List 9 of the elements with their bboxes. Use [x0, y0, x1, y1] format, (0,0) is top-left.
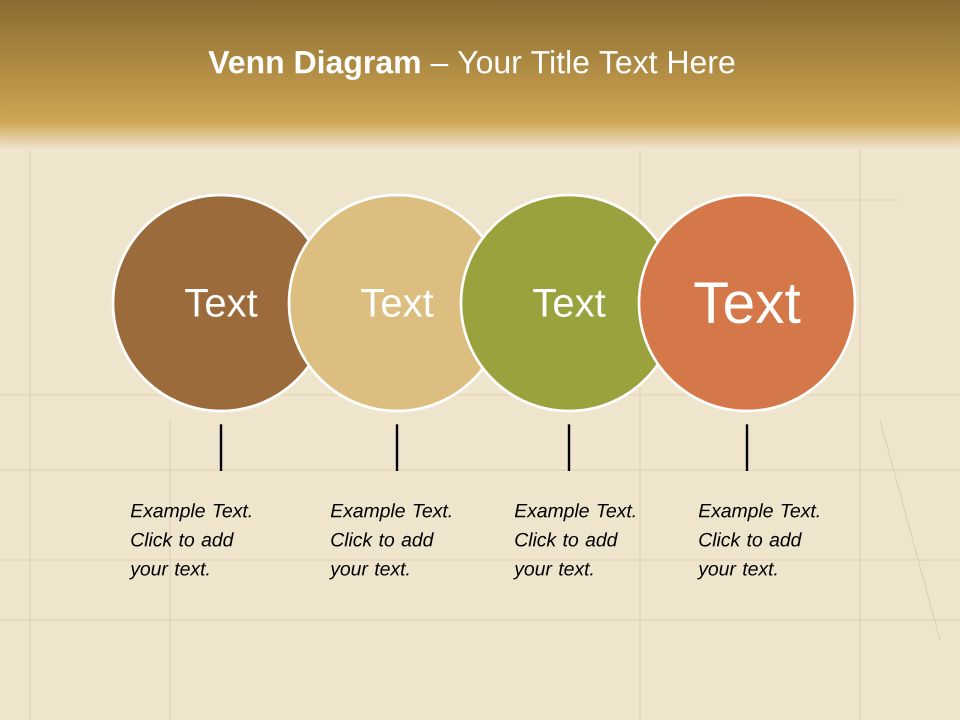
- connector-line: [568, 424, 570, 471]
- title: Venn Diagram – Your Title Text Here: [208, 50, 734, 80]
- example-text: Example Text. Click to add your text.: [513, 503, 635, 580]
- connector-line: [220, 424, 222, 471]
- example-text: Example Text. Click to add your text.: [329, 503, 451, 580]
- connector-line: [746, 424, 748, 471]
- example-text: Example Text. Click to add your text.: [697, 503, 819, 580]
- example-text: Example Text. Click to add your text.: [129, 503, 251, 580]
- connector-line: [396, 424, 398, 471]
